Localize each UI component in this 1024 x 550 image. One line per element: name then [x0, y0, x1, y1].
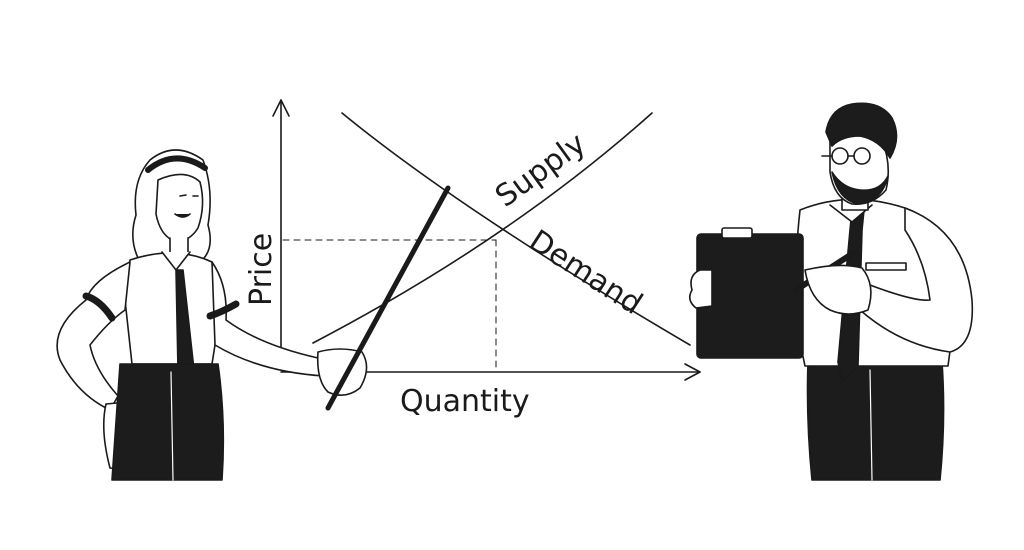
price-axis-label: Price [244, 233, 279, 306]
price-axis-arrow-icon [272, 99, 290, 117]
man-beard [831, 171, 889, 205]
man-trousers-seam [869, 369, 873, 481]
woman-eye [179, 194, 187, 197]
supply-curve [312, 112, 653, 344]
glasses-icon [821, 147, 871, 165]
clipboard-icon [696, 233, 804, 359]
quantity-axis-label: Quantity [400, 384, 530, 419]
woman-skirt [111, 363, 225, 481]
woman-left-arm [56, 261, 131, 411]
man-right-hand [804, 264, 872, 315]
woman-face [155, 173, 204, 242]
equilibrium-guides [282, 239, 497, 371]
woman-headband [145, 155, 208, 173]
woman-skirt-seam [170, 371, 174, 481]
quantity-axis-arrow-icon [684, 363, 701, 381]
clipboard-clip [721, 227, 753, 239]
man-clipboard-figure [688, 102, 974, 481]
pointer-stick [325, 185, 451, 411]
man-right-arm [859, 207, 974, 353]
supply-label: Supply [489, 126, 592, 214]
woman-right-arm [211, 261, 325, 377]
demand-label: Demand [523, 223, 649, 322]
woman-right-sleeve-band [206, 300, 240, 320]
woman-mouth [174, 213, 191, 218]
man-trousers [806, 361, 945, 481]
woman-presenter-figure [56, 149, 368, 481]
man-hair [825, 102, 898, 159]
demand-curve [341, 112, 691, 346]
man-shirt-pocket [865, 262, 907, 271]
man-left-hand [688, 269, 713, 309]
woman-shirt [124, 252, 223, 365]
woman-left-sleeve-band [82, 292, 116, 322]
